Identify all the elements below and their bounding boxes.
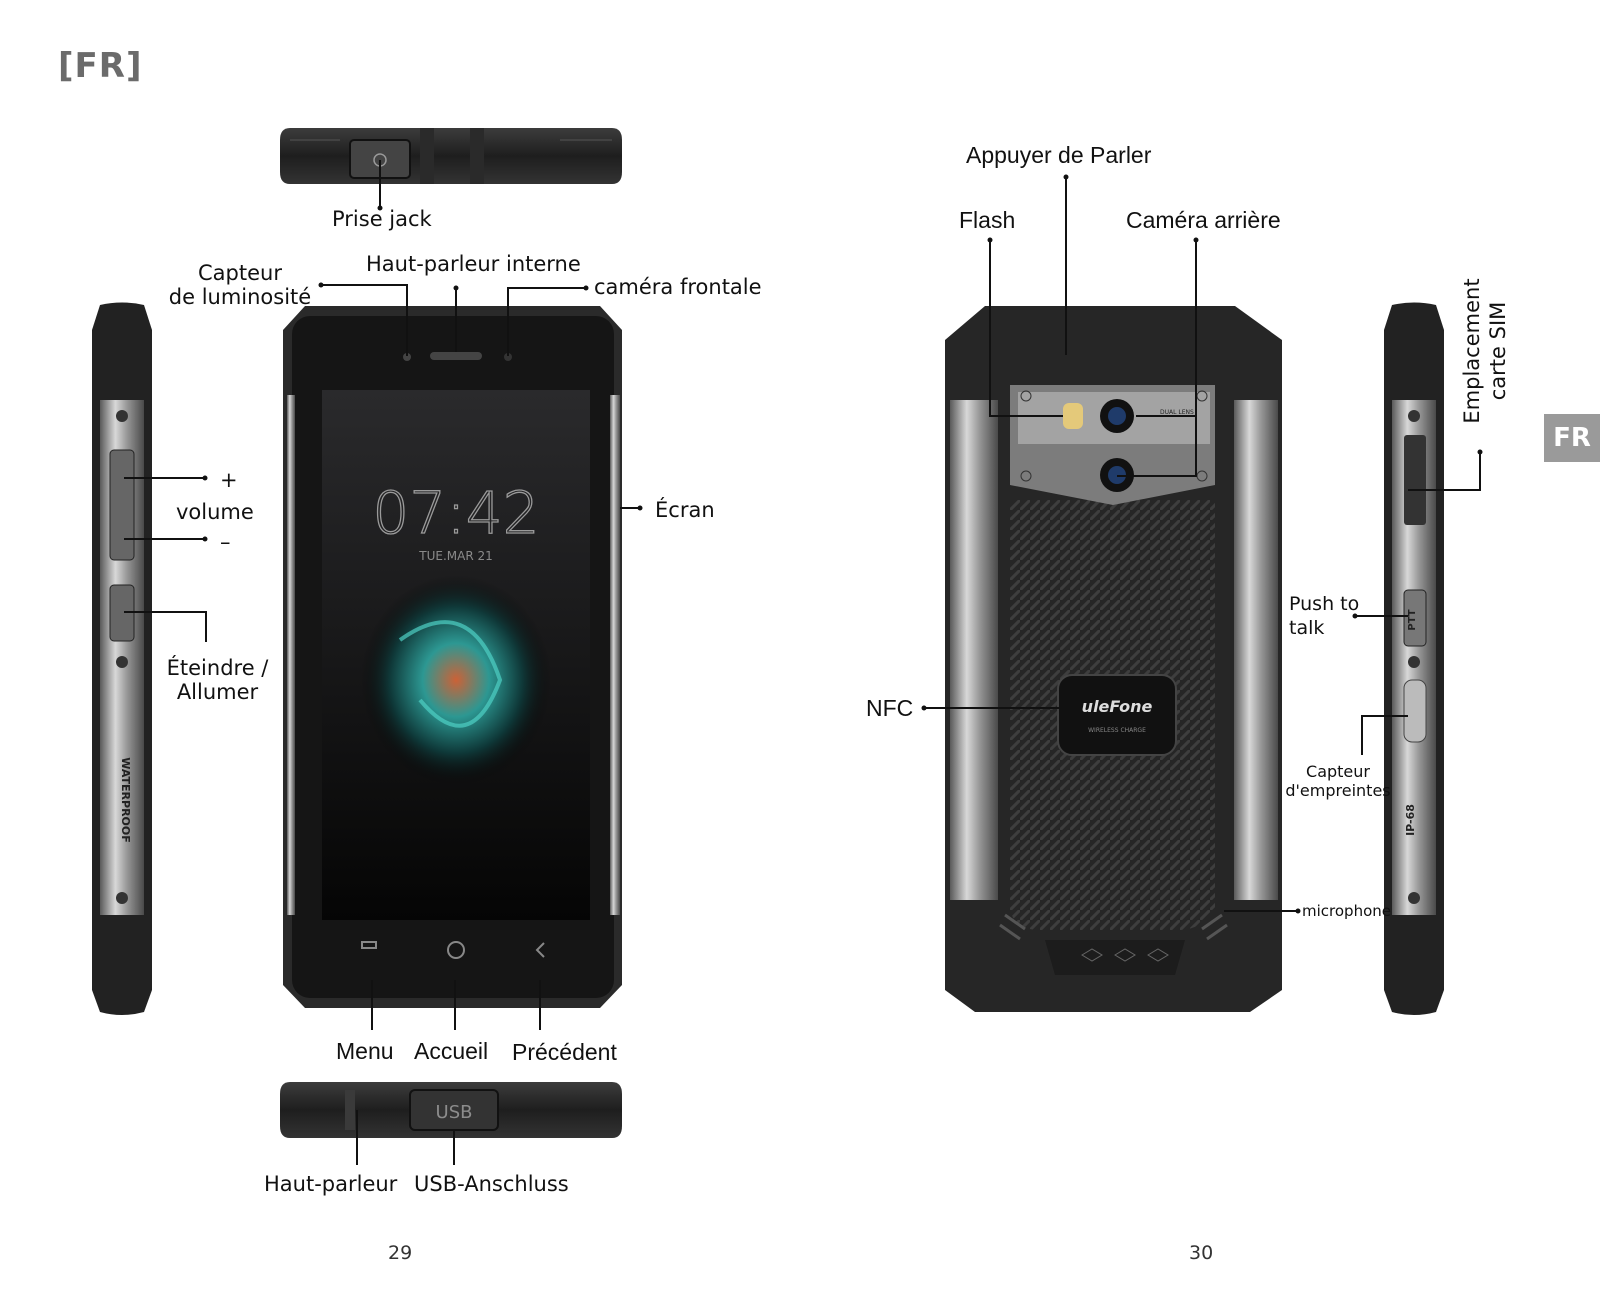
label-emplacement-sim: Emplacement carte SIM	[1460, 276, 1510, 426]
waterproof-text: WATERPROOF	[119, 757, 132, 843]
label-microphone: microphone	[1302, 902, 1391, 920]
label-precedent: Précédent	[512, 1039, 617, 1065]
front-phone: 07:42 TUE.MAR 21	[283, 306, 622, 1008]
leader-lines	[124, 160, 1481, 1165]
label-haut-parleur-interne: Haut-parleur interne	[366, 252, 581, 276]
label-capteur-line2: de luminosité	[168, 285, 312, 309]
label-volume-plus: +	[220, 468, 238, 492]
back-key-icon	[535, 942, 545, 958]
language-tab: FR	[1544, 414, 1600, 462]
left-side-view: WATERPROOF	[92, 302, 152, 1015]
label-prise-jack: Prise jack	[332, 207, 432, 231]
back-phone: DUAL LENS uleFone WIRELESS CHARGE	[945, 306, 1282, 1012]
label-usb: USB-Anschluss	[414, 1172, 569, 1196]
label-camera-frontale: caméra frontale	[594, 275, 762, 299]
leader-dots	[202, 174, 1483, 914]
label-push-to-talk: Push to talk	[1289, 592, 1359, 640]
page-number-left: 29	[388, 1242, 413, 1264]
label-capteur-empreintes: Capteur d'empreintes	[1278, 762, 1398, 800]
label-capteur-emp-line2: d'empreintes	[1285, 781, 1391, 800]
label-haut-parleur: Haut-parleur	[264, 1172, 398, 1196]
ptt-text: PTT	[1407, 609, 1418, 630]
screen-date: TUE.MAR 21	[418, 549, 493, 563]
screen-clock: 07:42	[372, 479, 539, 547]
label-eteindre-line1: Éteindre /	[166, 656, 269, 680]
label-volume: volume	[176, 500, 254, 524]
nfc-logo-area	[1057, 674, 1177, 756]
label-capteur-emp-line1: Capteur	[1306, 762, 1370, 781]
label-camera-arriere: Caméra arrière	[1126, 207, 1281, 233]
label-emplacement-line1: Emplacement	[1460, 278, 1484, 424]
language-marker: [FR]	[58, 46, 143, 86]
label-emplacement-line2: carte SIM	[1486, 301, 1510, 401]
label-flash: Flash	[959, 207, 1016, 233]
brand-logo: uleFone	[1082, 697, 1153, 716]
label-emplacement-wrap: Emplacement carte SIM	[1459, 278, 1511, 423]
menu-key-icon	[361, 941, 377, 949]
ip68-text: IP-68	[1404, 804, 1417, 836]
label-nfc: NFC	[866, 695, 914, 721]
label-capteur-luminosite: Capteur de luminosité	[165, 261, 315, 309]
label-accueil: Accueil	[414, 1038, 489, 1064]
bottom-edge-view: USB	[280, 1082, 622, 1138]
label-volume-minus: –	[220, 530, 231, 554]
dual-lens-text: DUAL LENS	[1160, 409, 1194, 416]
usb-port-text: USB	[436, 1102, 473, 1123]
top-edge-view	[280, 128, 622, 184]
label-eteindre-allumer: Éteindre / Allumer	[160, 656, 275, 704]
label-ecran: Écran	[655, 498, 715, 522]
wireless-text: WIRELESS CHARGE	[1088, 727, 1146, 734]
page-number-right: 30	[1189, 1242, 1214, 1264]
label-push-line2: talk	[1289, 617, 1325, 639]
right-side-view: PTT IP-68	[1384, 302, 1444, 1015]
label-capteur-line1: Capteur	[198, 261, 282, 285]
label-menu: Menu	[336, 1038, 394, 1064]
label-eteindre-line2: Allumer	[176, 680, 259, 704]
label-appuyer-de-parler: Appuyer de Parler	[966, 142, 1152, 168]
label-push-line1: Push to	[1289, 593, 1360, 615]
home-key-icon	[447, 941, 465, 959]
